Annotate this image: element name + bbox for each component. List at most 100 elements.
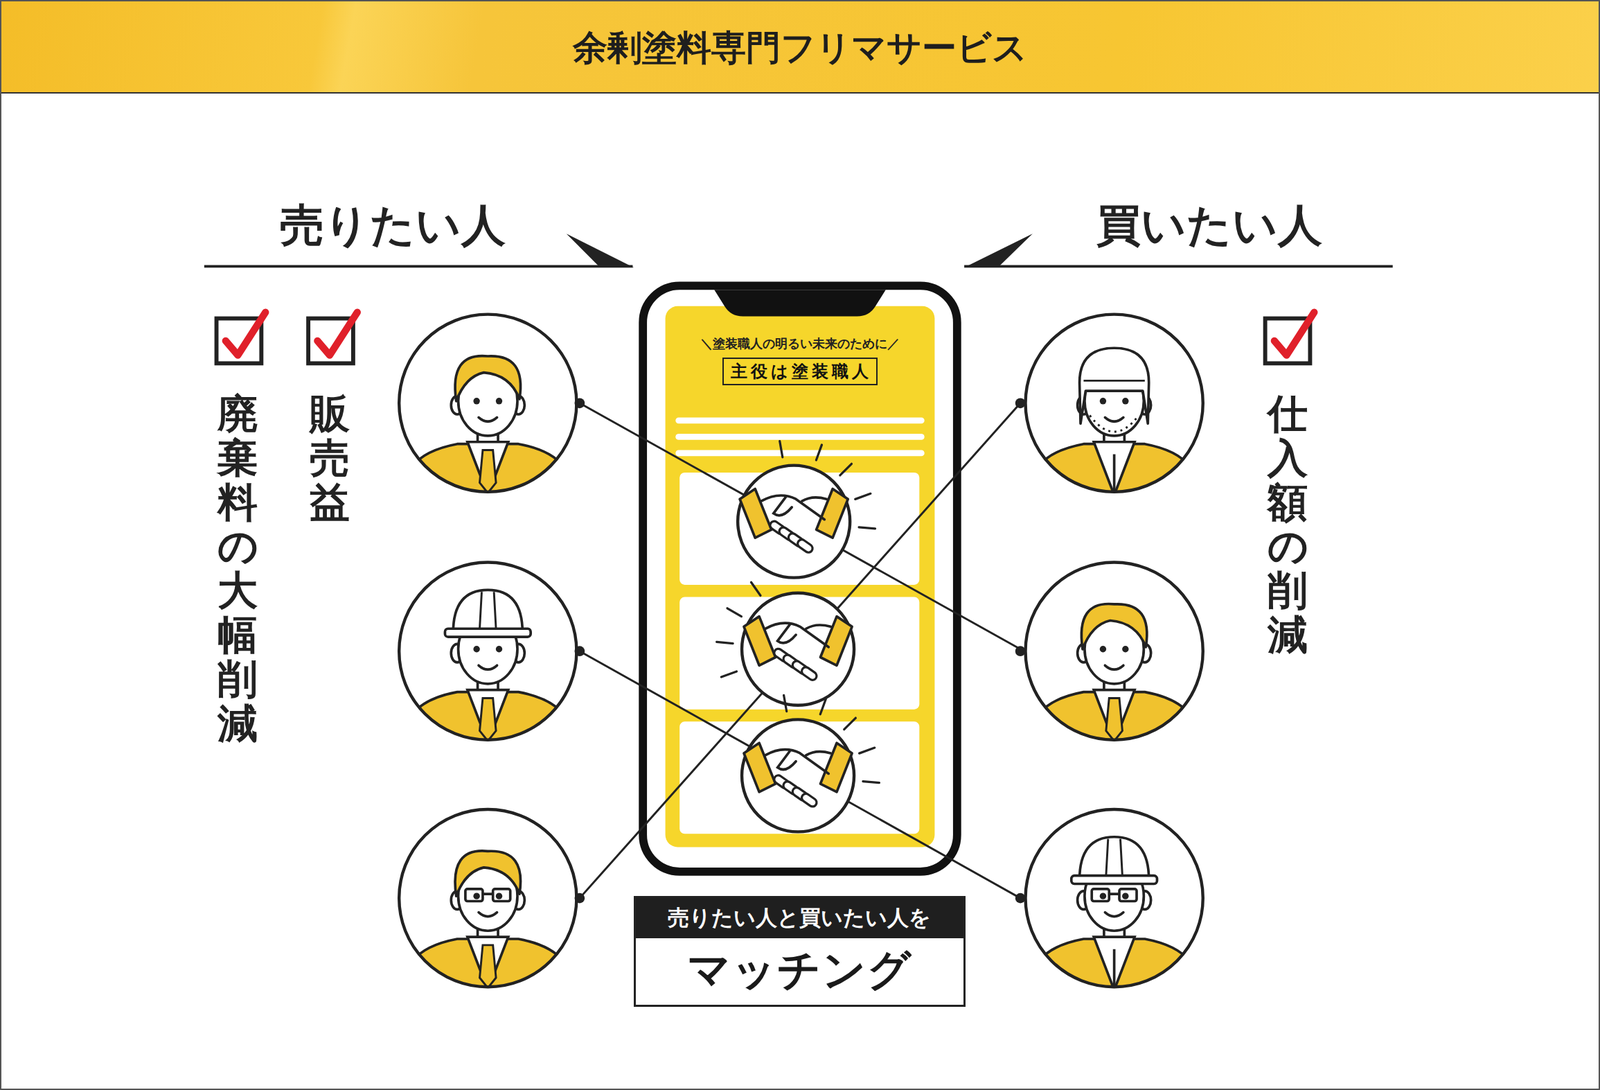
person-figure — [404, 850, 573, 1000]
phone-body — [642, 285, 958, 871]
helmet-ridge — [480, 591, 497, 629]
handshake-icon — [737, 441, 875, 578]
eye — [473, 397, 480, 404]
eye — [495, 892, 503, 899]
mouth — [478, 912, 498, 917]
phone-screen-node: ＼塗装職人の明るい未来のために／ 主役は塗装職人 — [632, 283, 968, 386]
helmet-ridge — [1106, 838, 1123, 876]
person-icon — [398, 809, 585, 1000]
side-heading: 売りたい人 — [279, 195, 506, 256]
hand — [761, 495, 827, 520]
slogan: 主役は塗装職人 — [722, 357, 878, 386]
finger — [800, 664, 819, 681]
shine-ray — [716, 641, 733, 643]
eye — [1099, 397, 1107, 404]
check-mark — [1274, 312, 1314, 356]
screen-line — [678, 416, 922, 424]
tie — [480, 697, 497, 741]
beard — [1089, 414, 1139, 432]
benefit-text: 廃棄料の大幅削減 — [217, 392, 258, 746]
shine-ray — [863, 781, 879, 783]
shirt-seam — [1113, 453, 1116, 505]
shine-ray — [727, 608, 742, 617]
cuff — [743, 616, 776, 666]
connector-dot — [574, 645, 586, 656]
person-figure — [1030, 347, 1199, 505]
shine-ray — [855, 493, 871, 499]
shine-ray — [840, 463, 852, 476]
heading-wedge — [566, 233, 634, 268]
person-figure — [404, 356, 573, 505]
helmet — [1079, 836, 1150, 880]
hair — [1081, 603, 1148, 649]
handshake-icon — [741, 694, 879, 832]
heading-rule — [204, 265, 634, 269]
helmet-brim — [444, 628, 531, 637]
hair — [455, 356, 521, 402]
benefit-text: 販売益 — [309, 392, 350, 525]
helmet — [452, 589, 523, 633]
shine-ray — [844, 717, 857, 730]
glasses-bridge — [1108, 892, 1120, 895]
cuff — [743, 742, 776, 792]
title: 余剰塗料専門フリマサービス — [0, 24, 1600, 72]
handshake-circle — [741, 592, 855, 706]
person-figure — [404, 589, 573, 753]
mouth — [1104, 416, 1124, 422]
eye — [495, 397, 503, 404]
person-icon — [1015, 562, 1204, 753]
tie — [480, 450, 497, 494]
tagline: ＼塗装職人の明るい未来のために／ — [632, 335, 968, 352]
person-figure — [1030, 836, 1199, 1001]
person-icon — [398, 562, 585, 753]
eye — [1122, 397, 1129, 404]
handshake-circle — [741, 718, 855, 832]
shirt — [467, 936, 509, 990]
finger — [795, 537, 814, 554]
jacket — [404, 691, 573, 753]
helmet-brim — [1071, 875, 1158, 884]
person-figure — [1030, 603, 1199, 753]
matching-box: 売りたい人と買いたい人をマッチング — [633, 895, 966, 1007]
glasses — [1091, 888, 1109, 902]
person-circle — [398, 314, 577, 492]
check-mark — [317, 312, 357, 356]
heading-wedge — [964, 233, 1033, 268]
eye — [1099, 645, 1107, 652]
benefit-text: 仕入額の削減 — [1267, 392, 1308, 658]
tie — [1106, 697, 1123, 741]
finger — [800, 791, 819, 808]
person-circle — [1025, 314, 1203, 492]
caption-band: 売りたい人と買いたい人を — [635, 897, 964, 938]
connector-dot — [574, 397, 586, 408]
cuff — [820, 742, 852, 792]
eye — [1122, 645, 1129, 652]
eye — [1099, 892, 1107, 899]
check-mark — [225, 312, 266, 356]
shine-ray — [784, 694, 787, 711]
shine-ray — [820, 698, 826, 715]
shine-ray — [858, 527, 875, 529]
phone-notch — [714, 289, 886, 316]
heading-rule — [964, 265, 1393, 269]
person-icon — [1015, 314, 1204, 505]
shirt-seam — [1113, 948, 1116, 1001]
hand — [765, 622, 831, 647]
cuff — [739, 488, 772, 538]
towel — [1079, 347, 1150, 424]
connector-dot — [1015, 397, 1026, 408]
jacket — [1030, 691, 1199, 753]
connector-dot — [574, 892, 586, 904]
handshake-icon — [716, 581, 855, 706]
mouth — [1104, 912, 1124, 917]
eye — [473, 892, 480, 899]
screen-line — [678, 450, 922, 457]
mouth — [478, 416, 498, 422]
glasses — [465, 888, 483, 902]
hand — [765, 749, 831, 774]
glasses-bridge — [482, 892, 494, 895]
glasses — [1119, 888, 1137, 902]
caption-main: マッチング — [635, 937, 964, 1005]
cuff — [820, 616, 852, 666]
